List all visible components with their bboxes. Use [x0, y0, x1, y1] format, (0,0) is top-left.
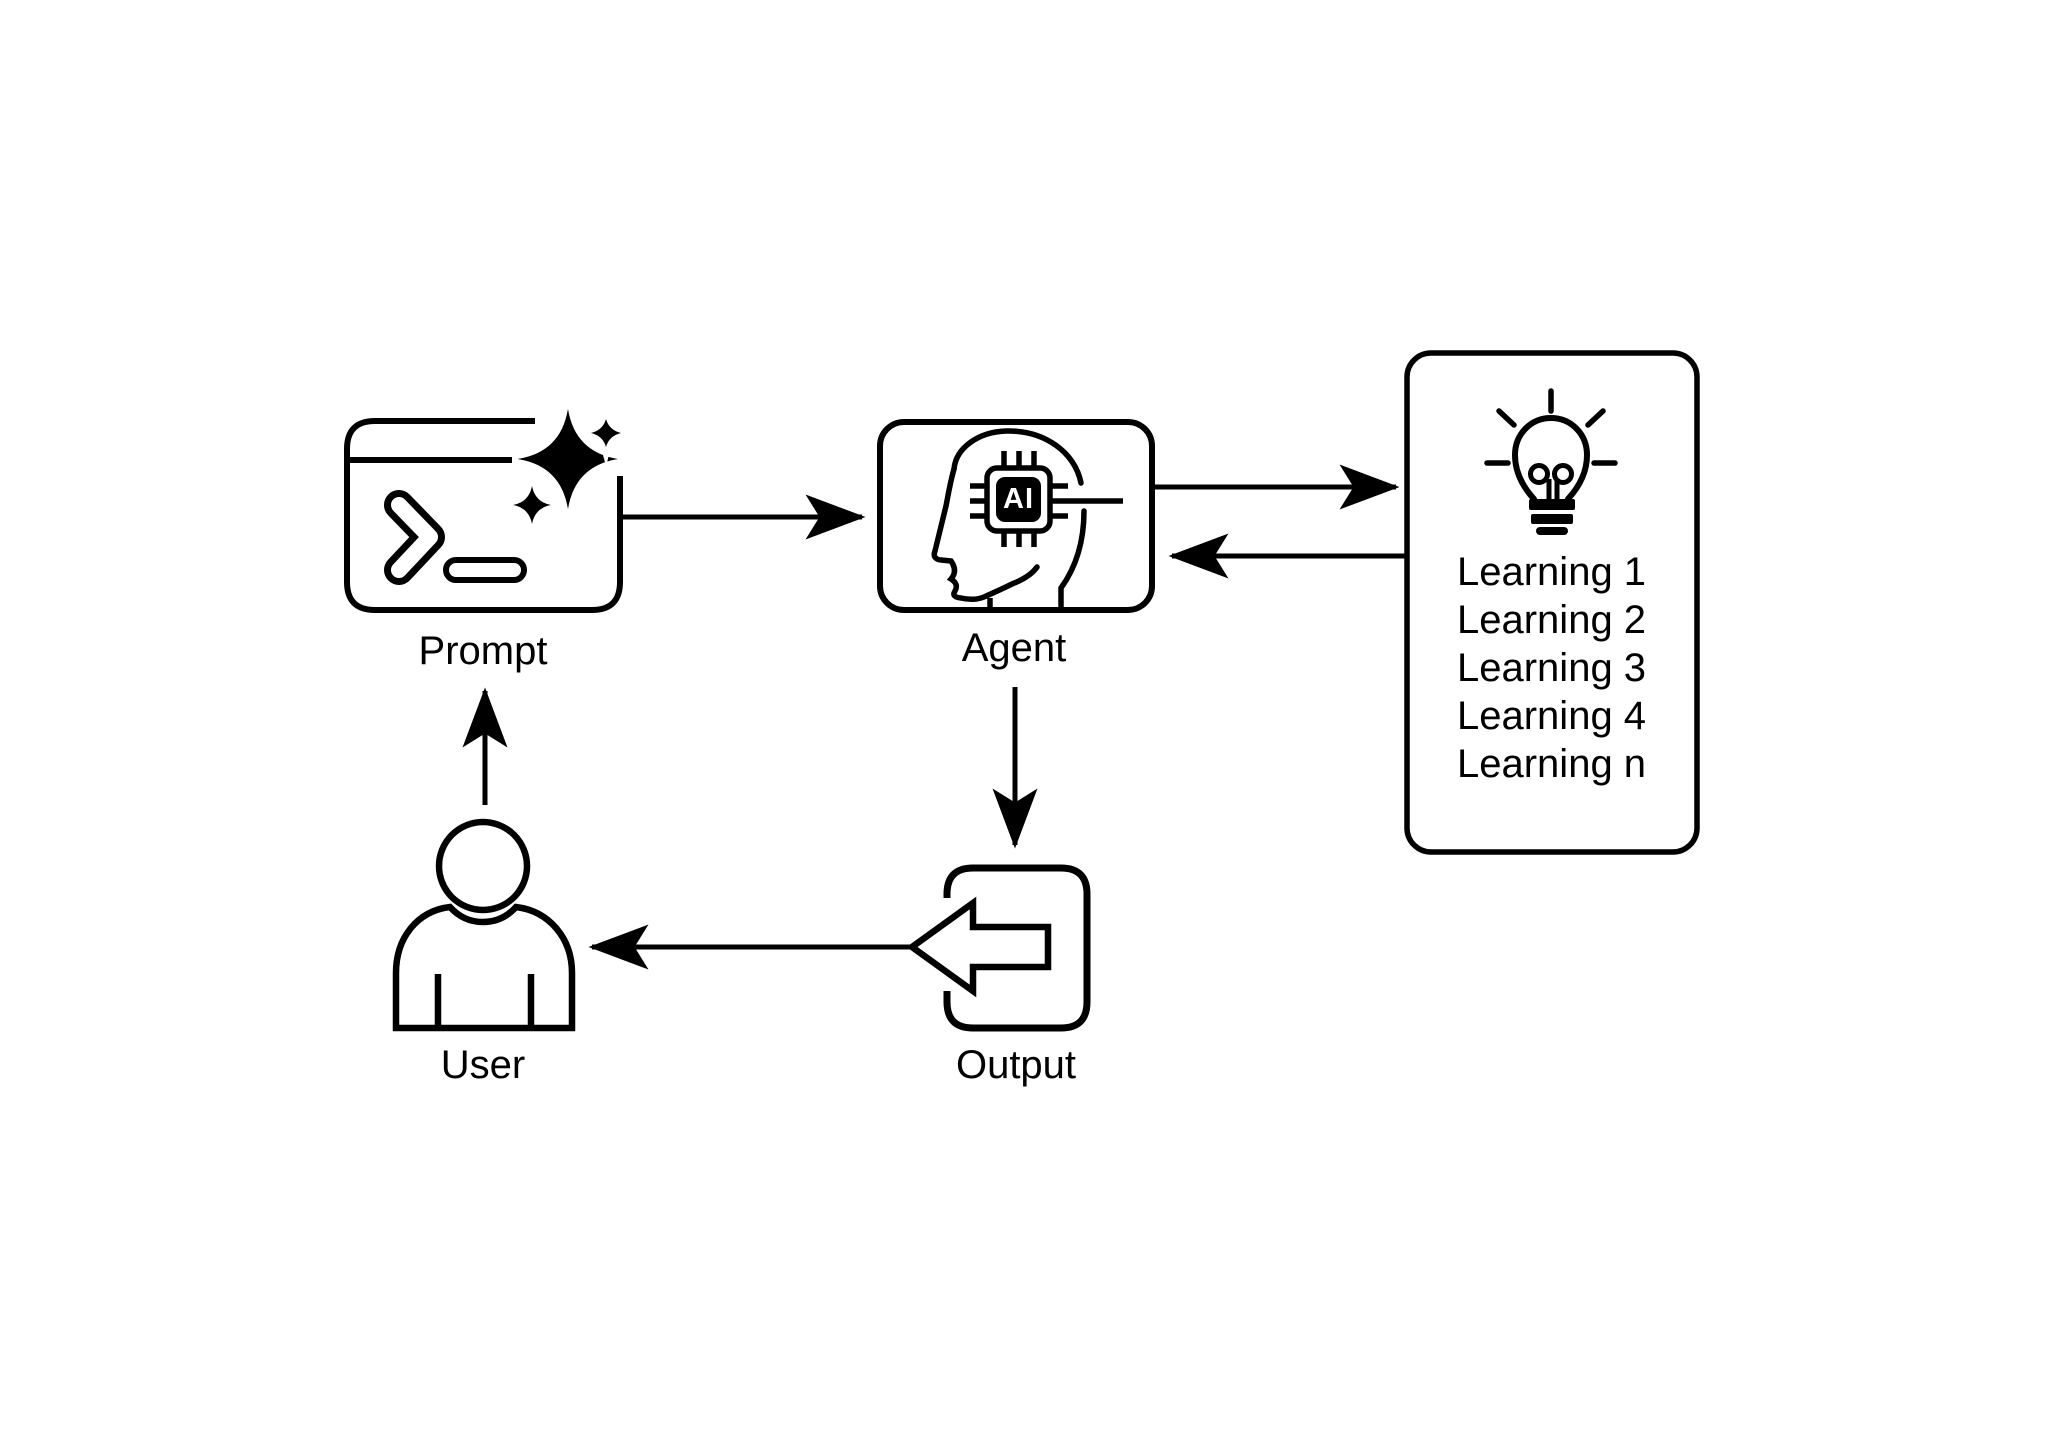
learning-item: Learning n — [1457, 742, 1647, 786]
agent-label: Agent — [961, 626, 1067, 670]
flow-arrows — [462, 464, 1407, 970]
return-arrow-icon — [894, 864, 1091, 1032]
ai-chip-text: AI — [1003, 483, 1034, 515]
user-label: User — [440, 1043, 526, 1087]
terminal-chevron-inner — [391, 497, 438, 578]
output-frame — [943, 864, 1091, 1032]
terminal-sparkle-icon — [344, 400, 623, 613]
person-icon — [392, 818, 576, 1032]
sparkle-icon — [511, 400, 623, 526]
learning-list: Learning 1 Learning 2 Learning 3 Learnin… — [1457, 548, 1646, 788]
learning-item: Learning 4 — [1457, 694, 1647, 738]
agent-node-box — [877, 419, 1155, 613]
block-arrow — [906, 896, 1052, 998]
learning-item: Learning 3 — [1457, 646, 1647, 690]
lightbulb-icon — [1484, 388, 1618, 535]
prompt-label: Prompt — [418, 629, 548, 673]
learning-item: Learning 1 — [1457, 550, 1647, 594]
terminal-frame — [344, 418, 623, 613]
learning-item: Learning 2 — [1457, 598, 1647, 642]
ai-head-chip-icon — [931, 428, 1123, 612]
learnings-box — [1404, 350, 1700, 855]
output-label: Output — [955, 1043, 1077, 1087]
terminal-cursor-pill — [443, 557, 527, 583]
